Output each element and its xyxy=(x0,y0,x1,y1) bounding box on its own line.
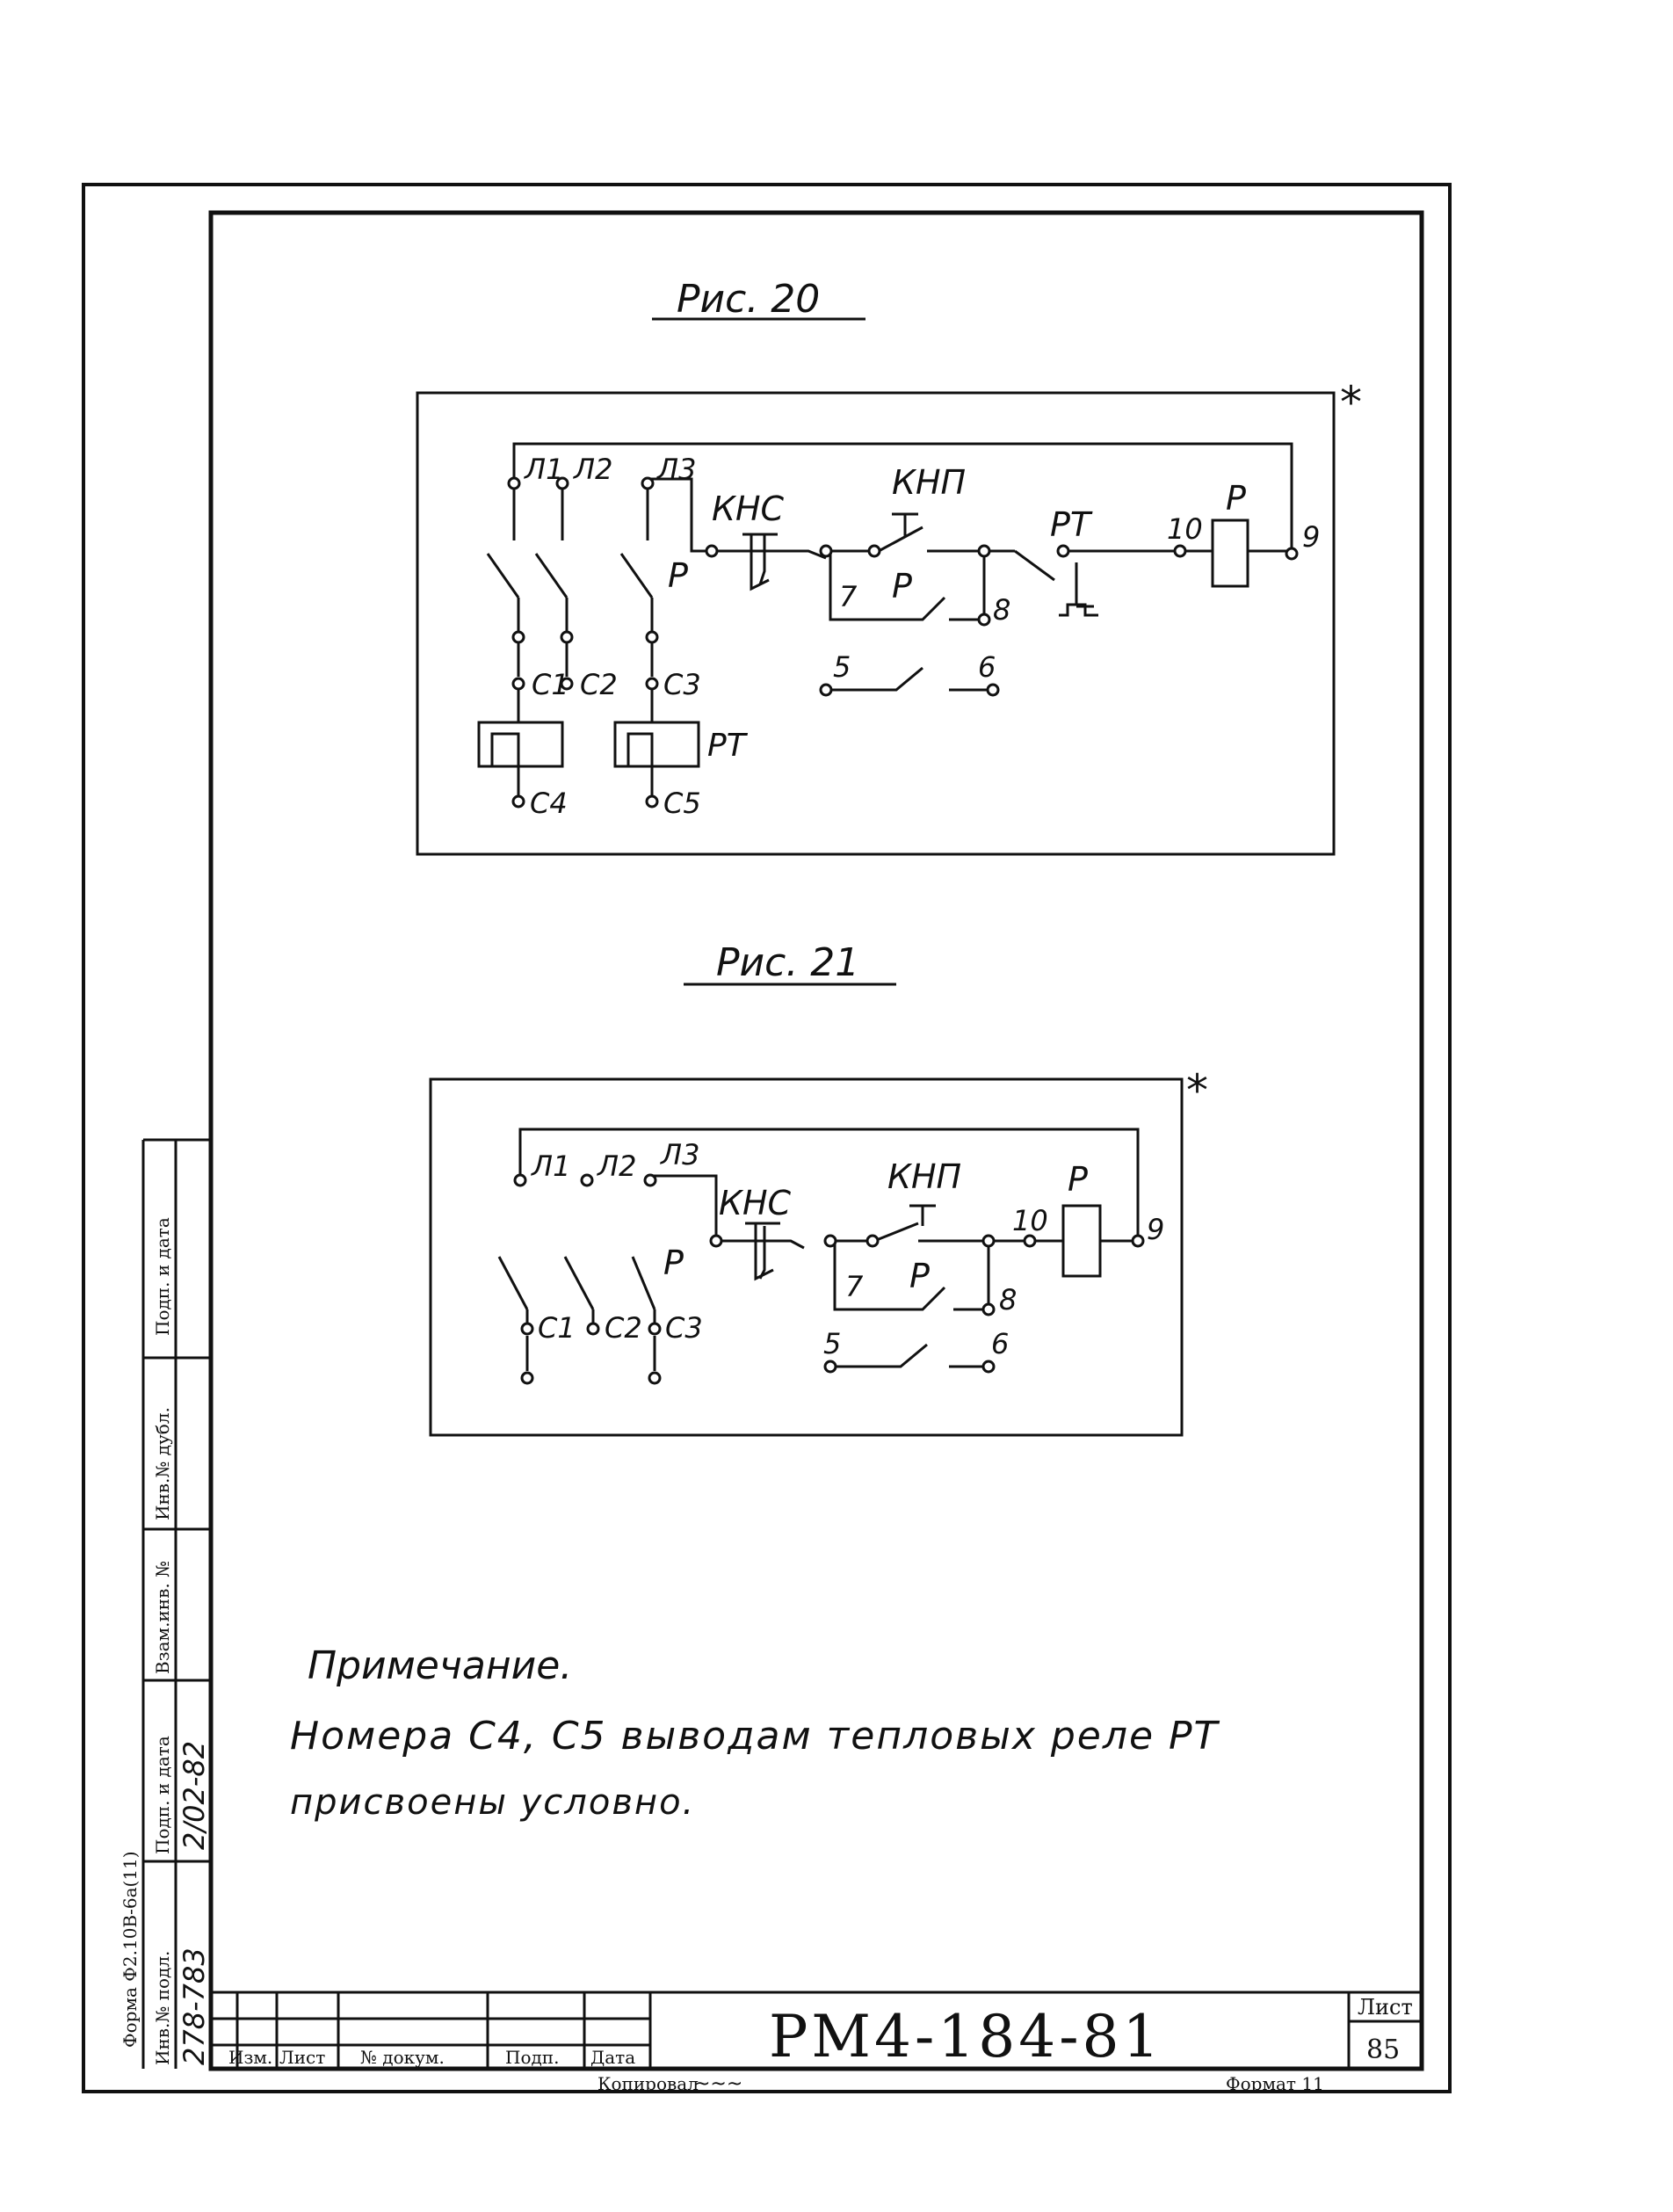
title-block: Изм. Лист № докум. Подп. Дата РМ4-184-81… xyxy=(211,1991,1422,2095)
side-strip: Подп. и дата Инв.№ дубл. Взам.инв. № Под… xyxy=(120,1138,213,2069)
side-date-value: 2/02-82 xyxy=(177,1741,211,1850)
side-label-sign-date-1: Подп. и дата xyxy=(152,1736,173,1854)
side-label-inv-orig: Инв.№ подл. xyxy=(152,1951,173,2065)
label-c4: С4 xyxy=(530,787,568,820)
label-kns: КНС xyxy=(712,490,785,528)
label-node-7: 7 xyxy=(839,580,858,613)
label-node-9: 9 xyxy=(1147,1213,1164,1246)
label-knp: КНП xyxy=(892,463,966,502)
format-label: Формат 11 xyxy=(1226,2073,1324,2094)
doc-code: РМ4-184-81 xyxy=(769,2003,1163,2071)
note-line-2: присвоены условно. xyxy=(290,1782,696,1823)
checked-label: Копировал xyxy=(598,2073,699,2094)
label-p-switch: Р xyxy=(663,1244,684,1282)
col-list: Лист xyxy=(279,2047,325,2068)
label-knp: КНП xyxy=(887,1157,961,1196)
side-label-vzam-inv: Взам.инв. № xyxy=(152,1561,173,1674)
label-node-7: 7 xyxy=(845,1270,864,1303)
label-rt-heater: РТ xyxy=(707,728,749,764)
label-p-contact: Р xyxy=(909,1257,930,1295)
label-l2: Л2 xyxy=(573,453,612,486)
label-relay: Р xyxy=(1068,1160,1088,1199)
figure-20-box xyxy=(416,391,1336,856)
checked-signature: ~~~ xyxy=(694,2073,742,2095)
figure-21: Рис. 21 * xyxy=(429,940,1208,1437)
label-node-5: 5 xyxy=(823,1327,841,1360)
side-inv-value: 278-783 xyxy=(177,1947,211,2065)
label-l1: Л1 xyxy=(524,453,563,486)
col-sign: Подп. xyxy=(505,2047,559,2068)
figure-20-title: Рис. 20 xyxy=(677,277,820,322)
note-line-1: Номера С4, С5 выводам тепловых реле РТ xyxy=(290,1714,1220,1759)
figure-20: Рис. 20 * xyxy=(416,277,1362,856)
label-rt-contact: РТ xyxy=(1050,505,1093,544)
label-c2: С2 xyxy=(605,1311,642,1345)
figure-20-asterisk: * xyxy=(1340,377,1362,428)
label-node-5: 5 xyxy=(833,650,851,684)
label-node-10: 10 xyxy=(1012,1204,1048,1237)
label-node-9: 9 xyxy=(1302,520,1320,554)
label-l2: Л2 xyxy=(597,1150,636,1183)
label-kns: КНС xyxy=(719,1184,792,1222)
label-c3: С3 xyxy=(663,668,701,701)
label-p-switch: Р xyxy=(668,556,688,595)
figure-21-labels: Л1 Л2 Л3 КНС КНП 10 Р 9 Р 7 Р 8 5 6 С1 С… xyxy=(531,1138,1164,1360)
sheet-number: 85 xyxy=(1366,2034,1400,2065)
note-heading: Примечание. xyxy=(308,1643,573,1688)
side-label-inv-dubl: Инв.№ дубл. xyxy=(152,1407,173,1520)
label-c1: С1 xyxy=(538,1311,576,1345)
col-izm: Изм. xyxy=(228,2047,272,2068)
label-node-6: 6 xyxy=(991,1327,1009,1360)
label-node-10: 10 xyxy=(1167,512,1203,546)
sheet-label: Лист xyxy=(1358,1995,1413,2020)
label-c5: С5 xyxy=(663,787,701,820)
label-relay: Р xyxy=(1226,479,1246,518)
label-node-6: 6 xyxy=(978,650,996,684)
label-p-contact: Р xyxy=(892,567,912,606)
figure-21-wiring xyxy=(497,1128,1140,1371)
side-form-label: Форма Ф2.10В-6а(11) xyxy=(120,1851,141,2048)
label-l3: Л3 xyxy=(660,1138,699,1171)
figure-21-title: Рис. 21 xyxy=(716,940,859,985)
label-c1: С1 xyxy=(532,668,569,701)
side-label-sign-date-2: Подп. и дата xyxy=(152,1217,173,1336)
label-l3: Л3 xyxy=(656,453,696,486)
label-c3: С3 xyxy=(665,1311,703,1345)
figure-20-labels: Л1 Л2 Л3 КНС КНП РТ 10 Р 9 Р 7 Р 8 5 6 С… xyxy=(524,453,1320,820)
outer-frame xyxy=(82,183,1452,2093)
col-doc: № докум. xyxy=(360,2047,445,2068)
label-l1: Л1 xyxy=(531,1150,570,1183)
figure-20-wiring xyxy=(477,442,1293,795)
figure-20-terminals xyxy=(507,476,1299,809)
label-c2: С2 xyxy=(580,668,618,701)
label-node-8: 8 xyxy=(993,593,1010,627)
figure-21-asterisk: * xyxy=(1186,1065,1208,1116)
figure-21-terminals xyxy=(513,1173,1145,1385)
label-node-8: 8 xyxy=(999,1283,1017,1316)
col-date: Дата xyxy=(590,2047,635,2068)
figure-21-box xyxy=(429,1077,1184,1437)
